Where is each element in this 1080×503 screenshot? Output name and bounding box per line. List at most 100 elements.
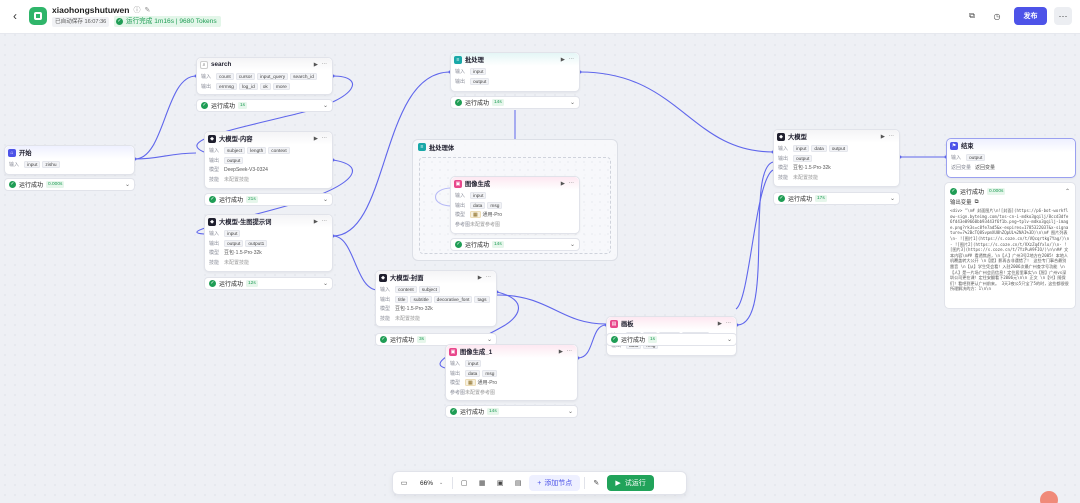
- node-actions[interactable]: ▶ ⋯: [477, 274, 492, 281]
- llm-cover-node[interactable]: ◆ 大模型-封面 ▶ ⋯ 输入 content subject 输出 title…: [375, 270, 497, 327]
- node-actions[interactable]: ▶ ⋯: [880, 133, 895, 140]
- llm-prompt-node[interactable]: ◆ 大模型-生图提示词 ▶ ⋯ 输入 input 输出 output outpu…: [204, 214, 333, 272]
- batch-node[interactable]: ≡ 批处理 ▶ ⋯ 输入 input 输出 output: [450, 52, 580, 92]
- group-title: 批处理体: [429, 144, 455, 152]
- grid-icon[interactable]: ▦: [478, 480, 486, 487]
- start-node[interactable]: ⌂ 开始 输入 input zishu: [4, 145, 135, 175]
- node-title: 批处理: [465, 57, 484, 64]
- output-text[interactable]: <div> "\n# 封面图片\n![封面](https://p6-bot-wo…: [950, 208, 1070, 292]
- chevron-down-icon[interactable]: ⌄: [726, 337, 732, 343]
- image-gen-run-status[interactable]: ✓ 运行成功 14s ⌄: [450, 238, 580, 251]
- more-icon[interactable]: ⋯: [1054, 7, 1072, 25]
- param-chip: output: [828, 145, 849, 153]
- param-chip: input: [24, 161, 41, 169]
- comment-icon[interactable]: ▢: [460, 480, 468, 487]
- node-actions[interactable]: ▶ ⋯: [313, 218, 328, 225]
- duration-badge: 21s: [246, 196, 258, 203]
- duration-badge: 0.000s: [46, 181, 65, 188]
- avatar[interactable]: [1040, 491, 1058, 503]
- param-chip: input: [465, 360, 482, 368]
- model-label: 模型: [209, 167, 220, 174]
- node-title: 图像生成: [465, 181, 491, 188]
- batch-icon: ≡: [454, 55, 462, 64]
- llm-main-run-status[interactable]: ✓ 运行成功 17s ⌄: [773, 192, 900, 205]
- app-logo-icon: [29, 7, 47, 25]
- home-icon: ⌂: [8, 148, 16, 157]
- node-actions[interactable]: ▶ ⋯: [560, 56, 575, 63]
- llm-content-node[interactable]: ◆ 大模型-内容 ▶ ⋯ 输入 subject length context 输…: [204, 131, 333, 189]
- output-label: 输出: [455, 202, 466, 209]
- node-actions[interactable]: ▶ ⋯: [560, 180, 575, 187]
- start-run-status[interactable]: ✓ 运行成功 0.000s ⌄: [4, 178, 135, 191]
- duration-badge: 12s: [246, 280, 258, 287]
- debug-icon[interactable]: ✎: [593, 480, 600, 487]
- image-gen-node[interactable]: ▣ 图像生成 ▶ ⋯ 输入 input 输出 data msg 模型 ▦ 通用-…: [450, 176, 580, 234]
- back-arrow-icon[interactable]: ‹: [13, 9, 17, 23]
- param-chip: output: [224, 156, 244, 164]
- test-run-button[interactable]: ▶ 试运行: [607, 475, 654, 491]
- skill-label: 技能: [380, 315, 391, 322]
- llm-prompt-run-status[interactable]: ✓ 运行成功 12s ⌄: [204, 277, 333, 290]
- model-label: 模型: [455, 212, 466, 219]
- search-run-status[interactable]: ✓ 运行成功 1s ⌄: [196, 99, 333, 112]
- chevron-down-icon[interactable]: ⌄: [486, 337, 492, 343]
- run-status-badge[interactable]: ✓ 运行完成 1m16s | 9680 Tokens: [114, 16, 221, 27]
- publish-button[interactable]: 发布: [1014, 7, 1047, 25]
- skill-value: 未配置技能: [224, 259, 250, 266]
- param-chip: data: [811, 145, 827, 153]
- copy-icon[interactable]: ⧉: [969, 11, 975, 20]
- history-icon[interactable]: ◷: [993, 11, 1001, 21]
- param-chip: tags: [474, 295, 490, 303]
- end-output-panel[interactable]: ✓ 运行成功 0.000s ⌃ 输出变量 ⧉ <div> "\n# 封面图片\n…: [944, 182, 1076, 309]
- check-icon: ✓: [611, 336, 618, 343]
- llm-main-node[interactable]: ◆ 大模型 ▶ ⋯ 输入 input data output 输出 output…: [773, 129, 900, 187]
- chevron-down-icon[interactable]: ⌄: [322, 281, 328, 287]
- chevron-down-icon[interactable]: ⌄: [569, 242, 575, 248]
- image-gen1-node[interactable]: ▣ 图像生成_1 ▶ ⋯ 输入 input 输出 data msg 模型 ▦ 通…: [445, 344, 578, 401]
- end-node[interactable]: ⚑ 结束 输入 output 返回变量 返回变量: [946, 138, 1076, 178]
- ref-label: 参考图: [450, 389, 466, 396]
- param-chip: output: [793, 154, 813, 162]
- output-label: 输出: [201, 83, 212, 90]
- param-chip: output: [966, 154, 986, 162]
- node-actions[interactable]: ▶ ⋯: [313, 61, 328, 68]
- duration-badge: 3s: [417, 336, 427, 343]
- chevron-down-icon[interactable]: ⌄: [322, 197, 328, 203]
- param-chip: data: [470, 201, 486, 209]
- image-icon[interactable]: ▣: [496, 480, 504, 487]
- zoom-select[interactable]: 66% ⌄: [415, 475, 448, 491]
- node-actions[interactable]: ▶ ⋯: [717, 320, 732, 327]
- param-chip: content: [395, 286, 417, 294]
- llm-content-run-status[interactable]: ✓ 运行成功 21s ⌄: [204, 193, 333, 206]
- image-gen1-run-status[interactable]: ✓ 运行成功 14s ⌄: [445, 405, 578, 418]
- llm-icon: ◆: [208, 217, 216, 226]
- minimap-icon[interactable]: ▭: [400, 480, 408, 487]
- duration-badge: 0.000s: [987, 187, 1006, 195]
- chevron-down-icon[interactable]: ⌄: [322, 103, 328, 109]
- chevron-down-icon[interactable]: ⌄: [124, 182, 130, 188]
- chevron-down-icon[interactable]: ⌄: [567, 409, 573, 415]
- status-text: 运行成功: [960, 189, 985, 196]
- batch-icon: ≡: [418, 143, 426, 151]
- status-text: 运行成功: [621, 338, 646, 344]
- canvas-run-status[interactable]: ✓ 运行成功 1s ⌄: [606, 333, 737, 346]
- input-label: 输入: [9, 162, 20, 169]
- chevron-up-icon[interactable]: ⌃: [1064, 188, 1070, 195]
- check-icon: ✓: [9, 181, 16, 188]
- layout-icon[interactable]: ▤: [514, 480, 522, 487]
- chevron-down-icon[interactable]: ⌄: [569, 100, 575, 106]
- chevron-down-icon[interactable]: ⌄: [889, 196, 895, 202]
- status-text: 运行成功: [788, 197, 813, 203]
- search-node[interactable]: ⌕ search ▶ ⋯ 输入 count cursor input_query…: [196, 57, 333, 95]
- model-value: 豆包·1.5·Pro·32k: [395, 306, 433, 313]
- check-icon: ✓: [950, 187, 957, 195]
- add-node-button[interactable]: + 添加节点: [529, 475, 581, 491]
- edit-icon[interactable]: ✎: [144, 7, 151, 14]
- node-actions[interactable]: ▶ ⋯: [313, 135, 328, 142]
- node-actions[interactable]: ▶ ⋯: [558, 348, 573, 355]
- batch-run-status[interactable]: ✓ 运行成功 14s ⌄: [450, 96, 580, 109]
- duration-badge: 14s: [492, 241, 504, 248]
- info-icon[interactable]: ⓘ: [133, 7, 141, 14]
- copy-icon[interactable]: ⧉: [974, 198, 979, 205]
